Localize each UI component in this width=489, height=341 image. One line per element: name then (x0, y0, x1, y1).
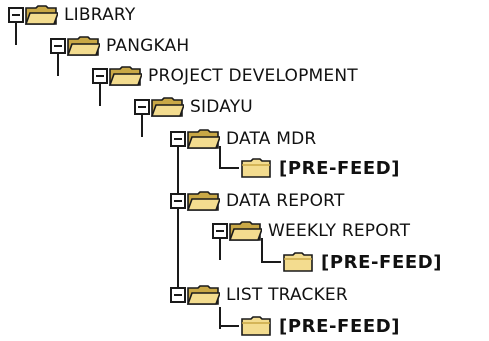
tree-connector (219, 325, 239, 327)
folder-closed-icon (239, 314, 273, 338)
folder-open-icon (108, 64, 142, 88)
tree-node-pre-feed[interactable]: [PRE-FEED] (219, 311, 400, 341)
tree-connector (177, 146, 179, 294)
tree-node-pangkah[interactable]: PANGKAH (50, 31, 189, 61)
folder-open-icon (66, 34, 100, 58)
tree-connector (219, 167, 239, 169)
tree-node-project-development[interactable]: PROJECT DEVELOPMENT (92, 61, 358, 91)
tree-node-label: PROJECT DEVELOPMENT (148, 66, 358, 86)
tree-connector (219, 146, 221, 168)
collapse-icon[interactable] (92, 68, 108, 84)
tree-node-label: [PRE-FEED] (279, 315, 401, 337)
tree-connector (261, 238, 263, 262)
tree-node-weekly-report[interactable]: WEEKLY REPORT (212, 216, 410, 246)
folder-open-icon (228, 219, 262, 243)
folder-closed-icon (239, 156, 273, 180)
folder-open-icon (24, 3, 58, 27)
tree-connector (99, 83, 101, 106)
tree-node-label: LIST TRACKER (226, 285, 348, 305)
collapse-icon[interactable] (170, 131, 186, 147)
collapse-icon[interactable] (50, 38, 66, 54)
tree-node-list-tracker[interactable]: LIST TRACKER (170, 280, 348, 310)
tree-node-label: DATA REPORT (226, 191, 345, 211)
folder-open-icon (186, 127, 220, 151)
tree-node-label: DATA MDR (226, 129, 317, 149)
collapse-icon[interactable] (8, 7, 24, 23)
folder-open-icon (150, 95, 184, 119)
tree-connector (141, 114, 143, 137)
tree-node-label: PANGKAH (106, 36, 190, 56)
tree-node-label: [PRE-FEED] (279, 157, 401, 179)
tree-node-pre-feed[interactable]: [PRE-FEED] (261, 247, 442, 277)
collapse-icon[interactable] (134, 99, 150, 115)
tree-node-pre-feed[interactable]: [PRE-FEED] (219, 153, 400, 183)
collapse-icon[interactable] (212, 223, 228, 239)
folder-closed-icon (281, 250, 315, 274)
tree-connector (15, 22, 17, 45)
tree-node-sidayu[interactable]: SIDAYU (134, 92, 253, 122)
collapse-icon[interactable] (170, 287, 186, 303)
tree-node-label: WEEKLY REPORT (268, 221, 411, 241)
tree-connector (219, 307, 221, 329)
tree-node-data-report[interactable]: DATA REPORT (170, 186, 345, 216)
tree-node-label: LIBRARY (64, 5, 136, 25)
folder-open-icon (186, 283, 220, 307)
tree-node-library[interactable]: LIBRARY (8, 0, 135, 30)
tree-node-label: SIDAYU (190, 97, 253, 117)
tree-node-label: [PRE-FEED] (321, 251, 443, 273)
tree-connector (57, 53, 59, 76)
collapse-icon[interactable] (170, 193, 186, 209)
tree-connector (261, 261, 281, 263)
folder-open-icon (186, 189, 220, 213)
tree-connector (219, 238, 221, 260)
tree-node-data-mdr[interactable]: DATA MDR (170, 124, 316, 154)
